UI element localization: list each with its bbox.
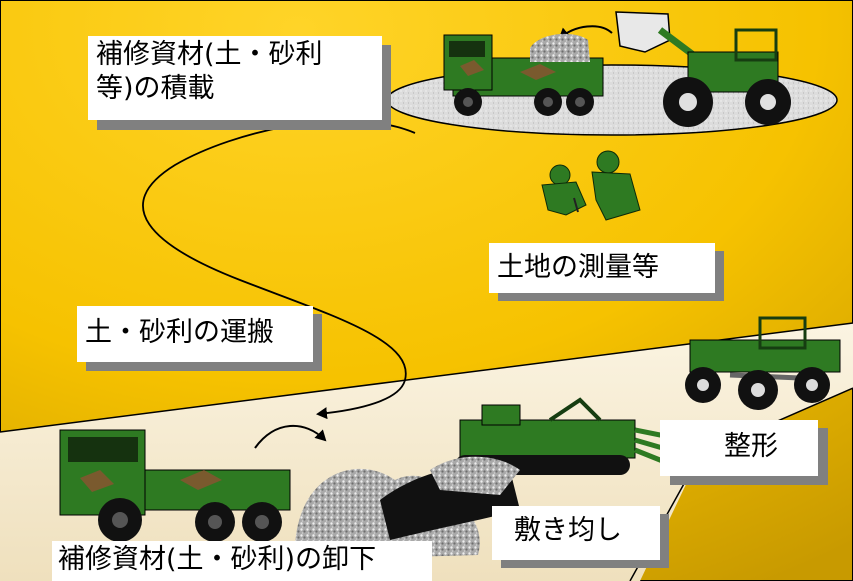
surveying-soldiers-icon: [541, 150, 641, 221]
label-spreading: 敷き均し: [492, 506, 660, 560]
label-shaping: 整形: [660, 420, 818, 476]
gravel-pile-top: [530, 33, 590, 62]
gravel-pile-spread: [430, 456, 520, 495]
dump-truck-icon: [443, 34, 604, 116]
transport-path-arrow: [142, 120, 416, 420]
bulldozer-icon: [455, 397, 691, 475]
label-loading: 補修資材(土・砂利 等)の積載: [88, 36, 382, 120]
label-transport: 土・砂利の運搬: [77, 306, 313, 362]
wheel-loader-icon: [615, 11, 791, 127]
motor-grader-icon: [685, 316, 841, 410]
label-unloading: 補修資材(土・砂利)の卸下: [52, 541, 432, 581]
unloading-arrow: [254, 425, 327, 449]
label-survey: 土地の測量等: [489, 243, 715, 293]
dump-truck-icon: [59, 429, 291, 542]
